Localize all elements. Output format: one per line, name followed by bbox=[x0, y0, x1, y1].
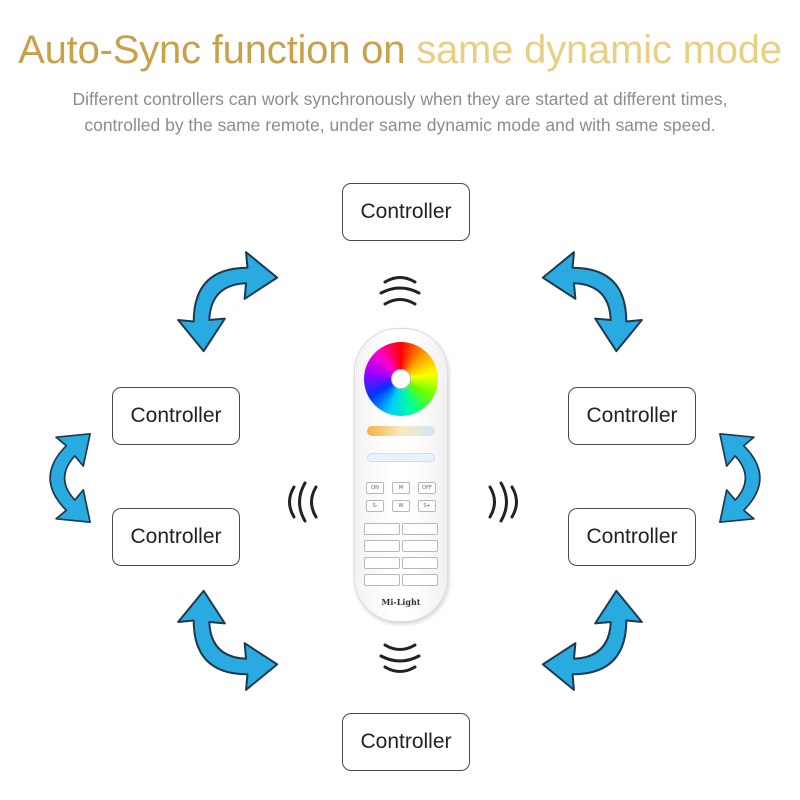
remote-off-button: OFF bbox=[418, 482, 436, 494]
signal-wave-icon bbox=[379, 643, 421, 673]
signal-wave-icon bbox=[379, 276, 421, 306]
remote-zone-button bbox=[364, 574, 400, 586]
remote-on-button: ON bbox=[366, 482, 384, 494]
curved-double-arrow-icon bbox=[719, 432, 761, 524]
remote-zone-button bbox=[402, 557, 438, 569]
remote-speed-down-button: S- bbox=[366, 500, 384, 512]
page-title: Auto-Sync function on same dynamic mode bbox=[0, 28, 800, 73]
controller-upper-right: Controller bbox=[568, 387, 696, 445]
remote-zone-button bbox=[364, 540, 400, 552]
title-part-1: Auto-Sync function on bbox=[18, 28, 406, 72]
remote-w-button: W bbox=[392, 500, 410, 512]
controller-lower-left: Controller bbox=[112, 508, 240, 566]
remote-mode-button: M bbox=[392, 482, 410, 494]
color-temperature-bar bbox=[367, 426, 435, 436]
signal-wave-icon bbox=[488, 481, 518, 523]
remote-zone-button bbox=[364, 557, 400, 569]
remote-speed-up-button: S+ bbox=[418, 500, 436, 512]
remote-zone-button bbox=[364, 523, 400, 535]
curved-double-arrow-icon bbox=[541, 243, 651, 353]
controller-top: Controller bbox=[342, 183, 470, 241]
remote-zone-button bbox=[402, 574, 438, 586]
curved-double-arrow-icon bbox=[169, 243, 279, 353]
title-part-2: same dynamic mode bbox=[416, 28, 782, 72]
brightness-bar bbox=[367, 453, 435, 462]
color-wheel bbox=[364, 342, 438, 416]
brand-logo: Mi-Light bbox=[381, 597, 421, 607]
subtitle: Different controllers can work synchrono… bbox=[72, 89, 728, 135]
curved-double-arrow-icon bbox=[49, 432, 91, 524]
controller-upper-left: Controller bbox=[112, 387, 240, 445]
controller-lower-right: Controller bbox=[568, 508, 696, 566]
remote-zone-button bbox=[402, 523, 438, 535]
curved-double-arrow-icon bbox=[169, 589, 279, 699]
curved-double-arrow-icon bbox=[541, 589, 651, 699]
remote-zone-button bbox=[402, 540, 438, 552]
controller-bottom: Controller bbox=[342, 713, 470, 771]
signal-wave-icon bbox=[288, 481, 318, 523]
remote-control: ON M OFF S- W S+ Mi-Light bbox=[354, 328, 448, 622]
